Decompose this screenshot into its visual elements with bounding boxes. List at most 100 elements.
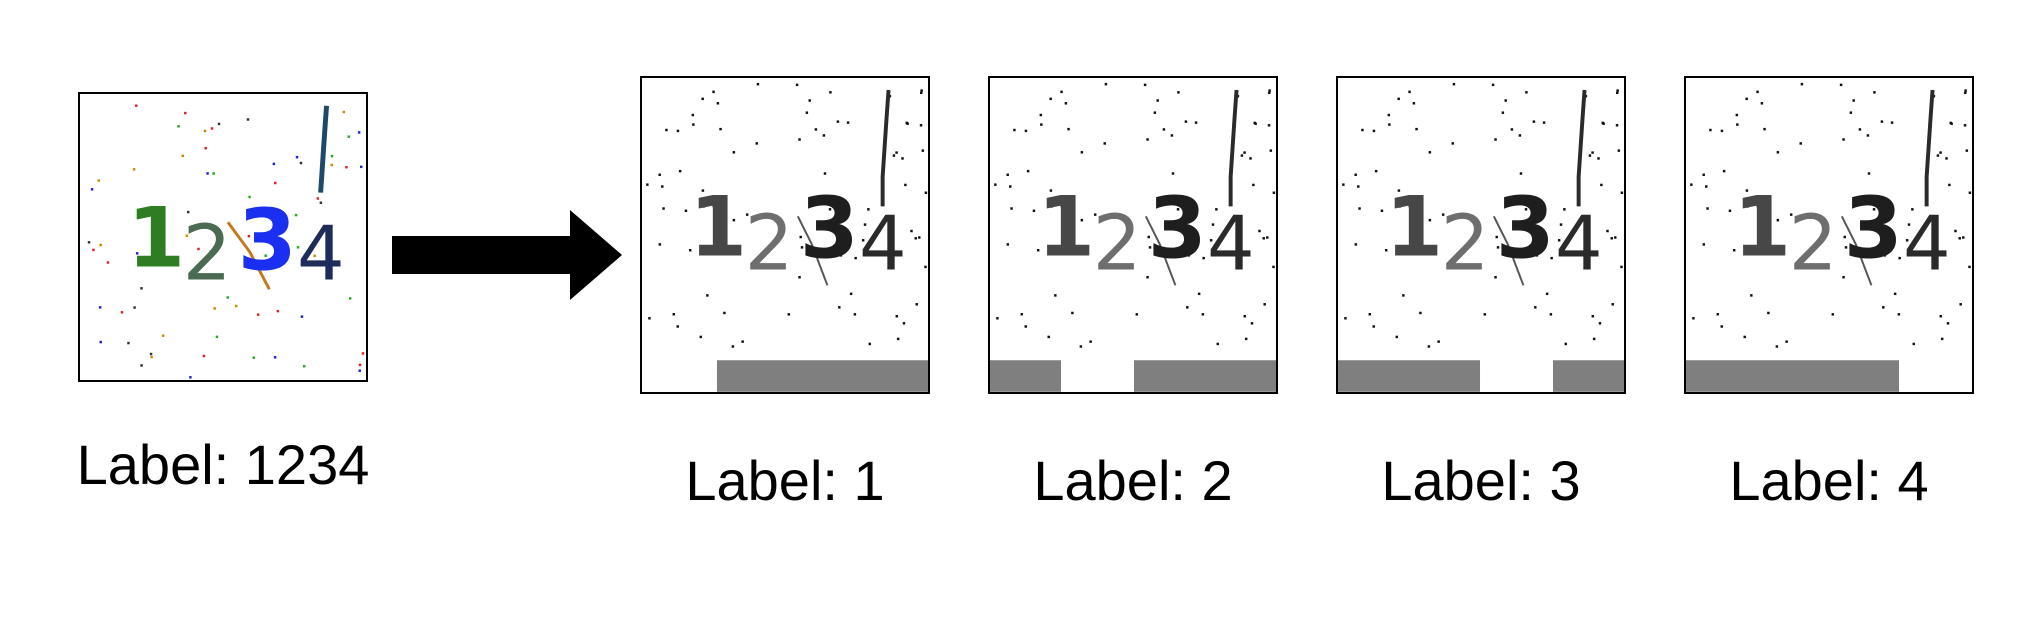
noise-dot (1911, 208, 1914, 211)
noise-dot (732, 218, 736, 222)
noise-dot (1186, 306, 1189, 309)
noise-dot (1143, 83, 1147, 87)
digit-2: 2 (183, 209, 232, 298)
noise-dot (646, 183, 649, 186)
noise-dot (699, 335, 702, 339)
noise-dot (1745, 189, 1749, 192)
noise-dot (867, 208, 870, 211)
noise-dot (1843, 235, 1846, 239)
noise-dot (1776, 218, 1780, 222)
digit-2: 2 (745, 200, 794, 289)
noise-dot (1767, 311, 1770, 315)
noise-dot (1592, 337, 1596, 341)
noise-dot (189, 376, 192, 379)
noise-dot (1611, 303, 1614, 306)
noise-dot (1032, 209, 1036, 213)
digit-1: 1 (127, 190, 185, 287)
noise-dot (808, 99, 811, 102)
noise-dot (1525, 91, 1528, 94)
noise-dot (1535, 254, 1539, 257)
noise-dot (140, 287, 143, 290)
noise-dot (741, 340, 744, 343)
noise-dot (132, 168, 136, 171)
noise-dot (1519, 172, 1523, 175)
noise-dot (299, 161, 303, 165)
noise-dot (823, 172, 827, 175)
noise-dot (99, 340, 102, 344)
noise-dot (246, 118, 250, 121)
noise-dot (1536, 218, 1540, 222)
noise-dot (1415, 127, 1418, 131)
noise-dot (1598, 322, 1602, 325)
noise-dot (359, 165, 363, 169)
noise-dot (895, 314, 899, 318)
noise-dot (676, 129, 680, 133)
noise-dot (1211, 223, 1215, 226)
noise-dot (1534, 306, 1537, 309)
noise-dot (1504, 99, 1507, 102)
noise-dot (676, 325, 679, 328)
noise-dot (272, 162, 276, 166)
digit-3: 3 (1148, 180, 1207, 279)
noise-dot (1948, 183, 1951, 187)
noise-dot (202, 354, 206, 358)
noise-dot (1103, 142, 1106, 145)
noise-dot (206, 172, 209, 175)
noise-dot (1013, 128, 1016, 132)
noise-dot (1945, 157, 1948, 160)
noise-dot (1501, 111, 1505, 114)
noise-dot (1437, 340, 1440, 343)
noise-dot (1451, 142, 1454, 145)
noise-dot (996, 317, 999, 320)
noise-dot (204, 146, 207, 150)
noise-dot (723, 311, 726, 315)
noise-dot (347, 135, 351, 138)
noise-dot (1559, 223, 1563, 226)
noise-dot (1606, 229, 1609, 233)
noise-dot (919, 124, 923, 127)
noise-dot (358, 369, 361, 372)
noise-dot (273, 356, 277, 359)
noise-dot (1060, 204, 1063, 208)
noise-dot (252, 356, 256, 359)
noise-dot (1395, 335, 1398, 339)
noise-dot (276, 309, 280, 313)
noise-dot (719, 127, 722, 131)
noise-dot (994, 183, 997, 186)
noise-dot (1620, 265, 1623, 269)
noise-dot (918, 236, 921, 239)
noise-dot (106, 261, 110, 264)
noise-dot (1550, 256, 1553, 260)
noise-dot (920, 91, 923, 95)
digit-3: 3 (1496, 180, 1555, 279)
noise-dot (1789, 213, 1793, 216)
noise-dot (1785, 340, 1788, 343)
output-captcha-svg-2: 1 2 3 4 (990, 82, 1276, 392)
noise-dot (1872, 208, 1876, 211)
noise-dot (1692, 317, 1695, 320)
noise-dot (1374, 169, 1378, 173)
noise-dot (1026, 169, 1030, 173)
noise-dot (296, 246, 300, 249)
noise-dot (1020, 313, 1024, 316)
noise-dot (1839, 83, 1843, 87)
noise-dot (1483, 313, 1487, 316)
noise-dot (1079, 345, 1083, 348)
noise-dot (1968, 265, 1971, 269)
noise-dots (1690, 82, 1972, 348)
noise-dot (1763, 127, 1766, 131)
noise-dot (1358, 207, 1361, 210)
noise-dot (1080, 151, 1084, 154)
noise-dots (1342, 82, 1624, 348)
noise-dot (1720, 129, 1724, 133)
noise-dot (302, 365, 306, 368)
noise-dot (839, 254, 843, 257)
noise-dot (1060, 90, 1063, 94)
noise-dot (358, 363, 362, 367)
noise-dot (1024, 129, 1028, 133)
noise-dot (1209, 239, 1213, 242)
input-captcha-image: 1 2 3 4 (78, 92, 368, 382)
noise-stroke-vertical (318, 105, 330, 193)
noise-dot (688, 249, 692, 252)
noise-dot (905, 121, 908, 125)
